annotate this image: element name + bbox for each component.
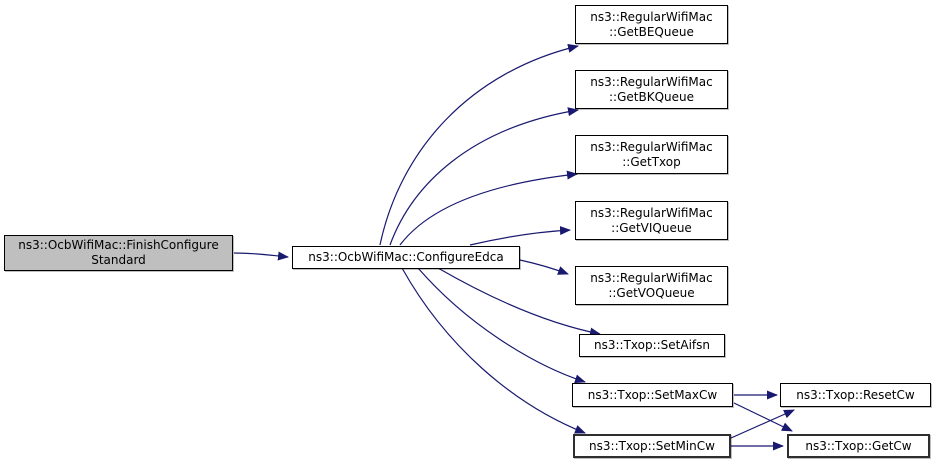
node-label-line: ::GetVOQueue (608, 285, 695, 300)
node-label-line: ns3::OcbWifiMac::FinishConfigure (18, 238, 219, 252)
node-label-line: Standard (91, 253, 146, 267)
edge-configureedca-setmaxcw (417, 267, 586, 384)
edge-setmaxcw-getcw (733, 402, 793, 432)
edge-configureedca-gettxop (399, 170, 578, 246)
node-finishconfigurestandard[interactable]: ns3::OcbWifiMac::FinishConfigure Standar… (4, 235, 233, 271)
edge-configureedca-setaifsn (437, 267, 601, 337)
node-label-line: ns3::Txop::SetMinCw (589, 438, 715, 453)
edge-configureedca-getviqueue (469, 226, 571, 246)
node-label-line: ns3::RegularWifiMac (590, 74, 713, 89)
edge-setmincw-resetcw (730, 409, 795, 439)
node-getbequeue[interactable]: ns3::RegularWifiMac ::GetBEQueue (575, 5, 728, 44)
edge-finishconfigurestandard-configureedca (233, 251, 289, 261)
node-label-line: ::GetBKQueue (609, 89, 694, 104)
edge-configureedca-getvoqueue (519, 259, 569, 275)
node-label-line: ns3::OcbWifiMac::ConfigureEdca (308, 250, 504, 264)
node-setmincw[interactable]: ns3::Txop::SetMinCw (573, 434, 731, 458)
node-label-line: ns3::Txop::ResetCw (796, 387, 915, 402)
node-label-line: ns3::Txop::GetCw (805, 438, 912, 453)
node-getviqueue[interactable]: ns3::RegularWifiMac ::GetVIQueue (575, 201, 728, 240)
node-label-line: ::GetVIQueue (611, 220, 692, 235)
node-gettxop[interactable]: ns3::RegularWifiMac ::GetTxop (575, 135, 728, 174)
node-label-line: ns3::RegularWifiMac (590, 270, 713, 285)
node-setaifsn[interactable]: ns3::Txop::SetAifsn (579, 334, 725, 357)
edge-configureedca-getbequeue (379, 43, 579, 246)
edge-configureedca-setmincw (401, 267, 586, 434)
node-label-line: ns3::RegularWifiMac (590, 9, 713, 24)
node-getcw[interactable]: ns3::Txop::GetCw (787, 434, 930, 458)
node-configureedca[interactable]: ns3::OcbWifiMac::ConfigureEdca (292, 246, 520, 269)
node-label-line: ns3::Txop::SetAifsn (593, 338, 710, 352)
node-label-line: ns3::Txop::SetMaxCw (587, 387, 718, 402)
node-label-line: ns3::RegularWifiMac (590, 139, 713, 154)
node-setmaxcw[interactable]: ns3::Txop::SetMaxCw (572, 383, 733, 407)
node-label-line: ::GetBEQueue (609, 24, 694, 39)
edge-configureedca-getbkqueue (389, 107, 579, 246)
node-label-line: ::GetTxop (622, 154, 681, 169)
node-getvoqueue[interactable]: ns3::RegularWifiMac ::GetVOQueue (575, 266, 728, 305)
node-resetcw[interactable]: ns3::Txop::ResetCw (780, 383, 931, 407)
node-label-line: ns3::RegularWifiMac (590, 205, 713, 220)
node-getbkqueue[interactable]: ns3::RegularWifiMac ::GetBKQueue (575, 70, 728, 109)
